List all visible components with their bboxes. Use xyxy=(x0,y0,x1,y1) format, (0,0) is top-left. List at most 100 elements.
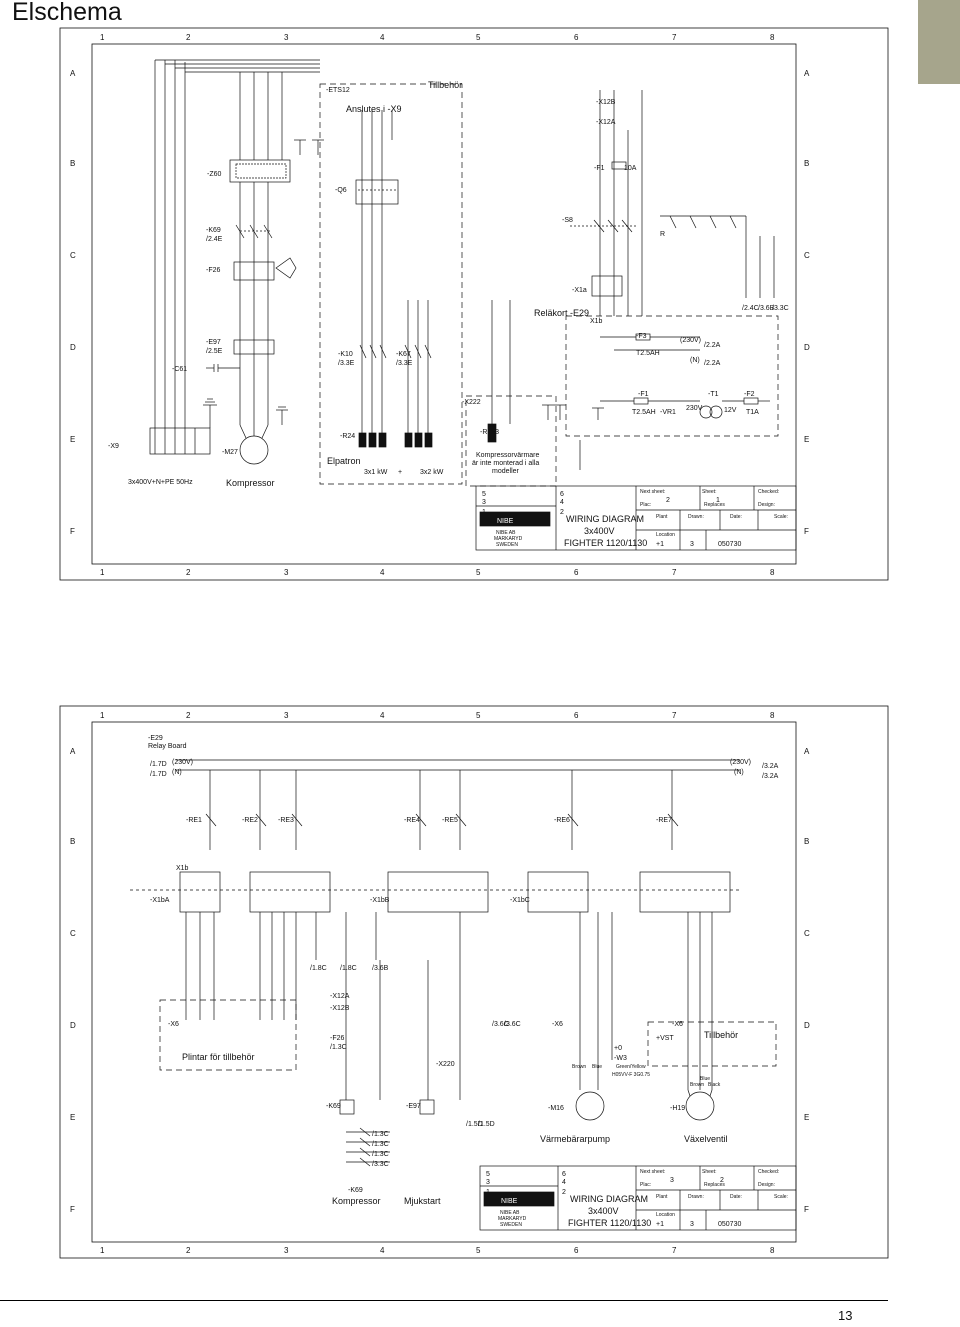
f1-top-label: -F1 xyxy=(594,165,605,172)
valve-label: Växelventil xyxy=(684,1134,728,1144)
company-1: NIBE AB xyxy=(496,530,516,536)
f26-ref: /1.3C xyxy=(330,1044,347,1051)
grid-row-label: B xyxy=(70,837,75,846)
grid-col-label: 3 xyxy=(284,568,289,577)
rev-4: 6 xyxy=(562,1171,566,1178)
grid-row-label: B xyxy=(804,837,809,846)
n-ref: /2.2A xyxy=(704,360,721,367)
grid-col-label: 3 xyxy=(284,1246,289,1255)
ref-b: /3.6B xyxy=(758,305,775,312)
grid-col-label: 3 xyxy=(284,711,289,720)
relay-board-label: Relay Board xyxy=(148,743,187,750)
ref-c3: /3.6B xyxy=(372,965,389,972)
company-1: NIBE AB xyxy=(500,1210,520,1216)
sheet-label: Sheet: xyxy=(702,489,716,495)
v230-ref: /2.2A xyxy=(704,342,721,349)
plant-label: Plant xyxy=(656,1194,668,1200)
vr1-label: -VR1 xyxy=(660,409,676,416)
x6-left: -X6 xyxy=(168,1021,179,1028)
softstart-label: Mjukstart xyxy=(404,1196,441,1206)
h19-label: -H19 xyxy=(670,1105,685,1112)
f3-label: -F3 xyxy=(636,333,647,340)
grid-col-label: 8 xyxy=(770,33,775,42)
grid-col-label: 8 xyxy=(770,568,775,577)
grid-row-label: A xyxy=(804,747,810,756)
f1-low-rating: T2.5AH xyxy=(632,409,656,416)
model-label: FIGHTER 1120/1130 xyxy=(568,1218,651,1228)
sheet2-frame xyxy=(59,705,889,1259)
r153-note-1: Kompressorvärmare xyxy=(476,452,540,459)
compressor-label: Kompressor xyxy=(226,478,275,488)
grid-col-label: 1 xyxy=(100,711,105,720)
r153-label: -R153 xyxy=(480,429,499,436)
green-yellow-label: Green/Yellow xyxy=(616,1064,646,1070)
company-3: SWEDEN xyxy=(500,1222,522,1228)
ref-1: /1.7D xyxy=(150,761,167,768)
x1ba-label: -X1bA xyxy=(150,897,170,904)
grid-col-label: 4 xyxy=(380,711,385,720)
company-2: MARKARYD xyxy=(498,1216,527,1222)
grid-col-label: 4 xyxy=(380,1246,385,1255)
blue-v-label: Blue xyxy=(700,1076,710,1082)
page-title: Elschema xyxy=(12,0,122,26)
grid-col-label: 3 xyxy=(284,33,289,42)
rev-3: 1 xyxy=(486,1189,490,1196)
grid-col-label: 7 xyxy=(672,33,677,42)
ref-15b: /1.5D xyxy=(478,1121,495,1128)
drawn-label: Drawn: xyxy=(688,514,704,520)
x1b-label: X1b xyxy=(176,865,189,872)
k10-ref: /3.3E xyxy=(338,360,355,367)
next-sheet: Next sheet: xyxy=(640,1169,665,1175)
design-label: Design: xyxy=(758,1182,775,1188)
grid-col-label: 7 xyxy=(672,1246,677,1255)
grid-row-label: C xyxy=(70,251,76,260)
v230-label: (230V) xyxy=(680,337,701,344)
k69-ref: /2.4E xyxy=(206,236,223,243)
ref-2: /1.7D xyxy=(150,771,167,778)
compressor-label: Kompressor xyxy=(332,1196,381,1206)
date-val: 050730 xyxy=(718,541,741,548)
date-label: Date: xyxy=(730,514,742,520)
grid-col-label: 2 xyxy=(186,711,191,720)
plac-label: Plac: xyxy=(640,502,651,508)
checked-label: Checked: xyxy=(758,1169,779,1175)
sheet1-labels: -X9 3x400V+N+PE 50Hz -M27 Kompressor -Z6… xyxy=(108,80,789,488)
brown-v-label: Brown xyxy=(690,1082,704,1088)
rev-6: 2 xyxy=(562,1189,566,1196)
pump-label: Värmebärarpump xyxy=(540,1134,610,1144)
x1b-label: X1b xyxy=(590,318,603,325)
rev-3: 1 xyxy=(482,509,486,516)
n-label: (N) xyxy=(690,357,700,364)
x12b-label: -X12B xyxy=(596,99,616,106)
kw1-label: 3x1 kW xyxy=(364,469,388,476)
v230-right: (230V) xyxy=(730,759,751,766)
replaces-label: Replaces xyxy=(704,502,725,508)
accessory-label: Tillbehör xyxy=(704,1030,738,1040)
next-sheet-val: 3 xyxy=(670,1177,674,1184)
grid-row-label: B xyxy=(70,159,75,168)
grid-row-label: F xyxy=(70,1205,75,1214)
sheet1-frame xyxy=(59,27,889,581)
black-label: Black xyxy=(708,1082,721,1088)
blue-label: Blue xyxy=(592,1064,602,1070)
rev-2: 3 xyxy=(482,499,486,506)
grid-row-label: E xyxy=(804,435,809,444)
voltage-label: 3x400V xyxy=(588,1206,619,1216)
c61-label: -C61 xyxy=(172,366,187,373)
relay-re7: -RE7 xyxy=(656,817,672,824)
grid-row-label: D xyxy=(804,1021,810,1030)
r153-note-2: är inte monterad i alla xyxy=(472,460,539,467)
scale-label: Scale: xyxy=(774,1194,788,1200)
grid-row-label: A xyxy=(70,69,76,78)
ref-36: /3.6C xyxy=(492,1021,509,1028)
w3-label: -W3 xyxy=(614,1055,627,1062)
next-sheet-val: 2 xyxy=(666,497,670,504)
ets12-label: -ETS12 xyxy=(326,87,350,94)
q6-label: -Q6 xyxy=(335,187,347,194)
grid-col-label: 8 xyxy=(770,711,775,720)
e97-label: -E97 xyxy=(406,1103,421,1110)
grid-col-label: 1 xyxy=(100,33,105,42)
grid-row-label: C xyxy=(804,929,810,938)
s8-label: -S8 xyxy=(562,217,573,224)
